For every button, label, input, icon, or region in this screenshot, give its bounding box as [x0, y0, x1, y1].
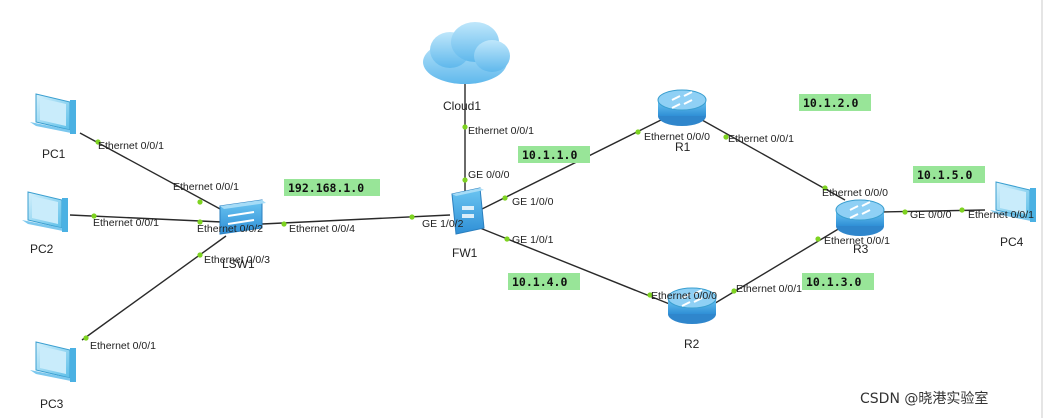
port-label: Ethernet 0/0/1 — [93, 217, 159, 229]
port-dot — [647, 292, 653, 298]
port-dot — [502, 195, 508, 201]
network-label: 10.1.5.0 — [913, 166, 985, 183]
network-label-text: 10.1.3.0 — [806, 275, 861, 289]
network-label: 10.1.4.0 — [508, 273, 580, 290]
port-label: GE 1/0/1 — [512, 234, 554, 246]
port-label: Ethernet 0/0/1 — [728, 133, 794, 145]
port-label: Ethernet 0/0/1 — [98, 140, 164, 152]
port-label: Ethernet 0/0/1 — [968, 209, 1034, 221]
pc-icon[interactable] — [990, 181, 1036, 222]
network-label: 10.1.3.0 — [802, 273, 874, 290]
port-label: Ethernet 0/0/1 — [173, 181, 239, 193]
network-label: 10.1.2.0 — [799, 94, 871, 111]
firewall-icon[interactable] — [451, 187, 485, 235]
port-dot — [902, 209, 908, 215]
port-dot — [83, 335, 89, 341]
network-label-text: 10.1.1.0 — [522, 148, 577, 162]
port-dot — [197, 252, 203, 258]
node-label-lsw1: LSW1 — [222, 257, 255, 271]
link-fw1-r1 — [479, 117, 666, 211]
link-r3-pc4 — [879, 209, 986, 213]
network-label-text: 10.1.5.0 — [917, 168, 972, 182]
pc-icon[interactable] — [30, 341, 76, 382]
port-label: GE 1/0/0 — [512, 196, 554, 208]
pc-icon[interactable] — [30, 93, 76, 134]
network-label-text: 10.1.2.0 — [803, 96, 858, 110]
port-dot — [462, 177, 468, 183]
port-dot — [409, 214, 415, 220]
port-label: Ethernet 0/0/1 — [468, 125, 534, 137]
port-label: GE 1/0/2 — [422, 218, 464, 230]
node-label-fw1: FW1 — [452, 246, 478, 260]
router-icon[interactable] — [667, 287, 717, 324]
port-label: Ethernet 0/0/2 — [197, 223, 263, 235]
port-label: Ethernet 0/0/0 — [644, 131, 710, 143]
network-label-text: 192.168.1.0 — [288, 181, 364, 195]
right-border — [1041, 0, 1043, 418]
network-label-text: 10.1.4.0 — [512, 275, 567, 289]
link-pc1-lsw1 — [79, 132, 223, 211]
network-label: 10.1.1.0 — [518, 146, 590, 163]
port-dot — [462, 124, 468, 130]
port-dot — [91, 213, 97, 219]
node-label-r3: R3 — [853, 242, 869, 256]
port-dot — [197, 219, 203, 225]
router-icon[interactable] — [835, 199, 885, 236]
port-label: Ethernet 0/0/3 — [204, 254, 270, 266]
port-label: Ethernet 0/0/1 — [90, 340, 156, 352]
switch-icon[interactable] — [219, 199, 266, 235]
node-label-pc3: PC3 — [40, 397, 64, 411]
link-r1-r3 — [701, 119, 846, 201]
node-label-pc4: PC4 — [1000, 235, 1024, 249]
port-dot — [959, 207, 965, 213]
node-labels: PC1 PC2 PC3 LSW1 FW1 Cloud1 R1 R2 R3 PC4 — [30, 99, 1024, 411]
link-lsw1-fw1 — [261, 214, 451, 225]
port-dot — [822, 185, 828, 191]
link-fw1-r2 — [479, 227, 673, 306]
port-dot — [731, 288, 737, 294]
link-pc3-lsw1 — [81, 235, 227, 341]
port-label: GE 0/0/0 — [468, 169, 510, 181]
port-dot — [281, 221, 287, 227]
port-label: Ethernet 0/0/0 — [822, 187, 888, 199]
network-labels: 192.168.1.0 10.1.1.0 10.1.2.0 10.1.5.0 1… — [284, 94, 985, 290]
network-label: 192.168.1.0 — [284, 179, 380, 196]
watermark: CSDN @晓港实验室 — [860, 390, 988, 407]
port-labels: Ethernet 0/0/1 Ethernet 0/0/1 Ethernet 0… — [90, 125, 1034, 352]
port-dot — [635, 129, 641, 135]
node-label-cloud1: Cloud1 — [443, 99, 481, 113]
router-icon[interactable] — [657, 89, 707, 126]
port-dot — [723, 134, 729, 140]
cloud-icon[interactable] — [423, 22, 510, 84]
port-dot — [95, 139, 101, 145]
node-label-r1: R1 — [675, 140, 691, 154]
port-label: Ethernet 0/0/0 — [651, 290, 717, 302]
port-label: Ethernet 0/0/4 — [289, 223, 355, 235]
port-label: Ethernet 0/0/1 — [736, 283, 802, 295]
node-label-r2: R2 — [684, 337, 700, 351]
port-dot — [815, 236, 821, 242]
port-dot — [504, 236, 510, 242]
node-label-pc1: PC1 — [42, 147, 66, 161]
node-label-pc2: PC2 — [30, 242, 54, 256]
port-label: GE 0/0/0 — [910, 209, 952, 221]
pc-icon[interactable] — [22, 191, 68, 232]
port-dot — [197, 199, 203, 205]
port-dots — [83, 124, 965, 341]
port-label: Ethernet 0/0/1 — [824, 235, 890, 247]
